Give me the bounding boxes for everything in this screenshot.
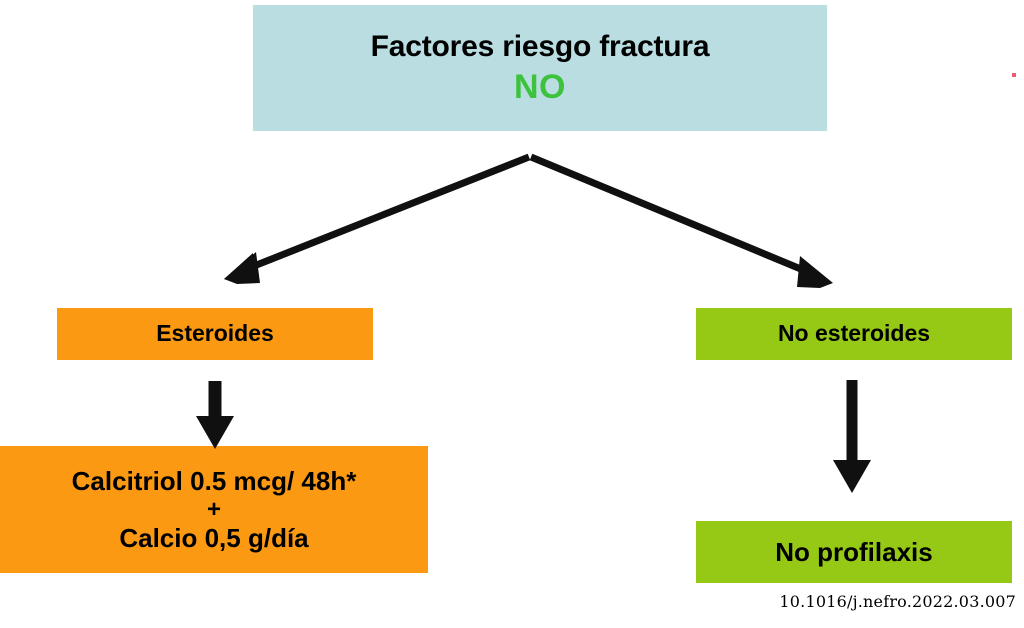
risk-factors-title-text: Factores riesgo fractura [370,29,710,63]
stray-red-dot [1012,73,1016,77]
risk-factors-answer-text: NO [514,68,566,107]
node-no-steroids-label: No esteroides [777,320,931,347]
treatment-line-calcio: Calcio 0,5 g/día [119,522,309,553]
treatment-line-calcitriol: Calcitriol 0.5 mcg/ 48h* [71,465,357,496]
arrow-branch-left [224,153,531,284]
node-no-prophylaxis-label: No profilaxis [775,536,933,567]
arrow-no-steroids-to-no-prophylaxis [833,380,871,493]
node-steroids: Esteroides [57,308,373,360]
arrow-steroids-to-treatment [196,381,234,449]
treatment-line-plus: + [206,495,221,523]
node-no-prophylaxis: No profilaxis [696,521,1012,583]
node-steroids-label: Esteroides [156,320,274,347]
node-treatment-calcitriol-calcium: Calcitriol 0.5 mcg/ 48h* + Calcio 0,5 g/… [0,446,428,573]
doi-caption: 10.1016/j.nefro.2022.03.007 [779,592,1016,611]
node-risk-factors-decision: Factores riesgo fractura NO [253,5,827,131]
arrow-branch-right [529,153,833,288]
node-no-steroids: No esteroides [696,308,1012,360]
